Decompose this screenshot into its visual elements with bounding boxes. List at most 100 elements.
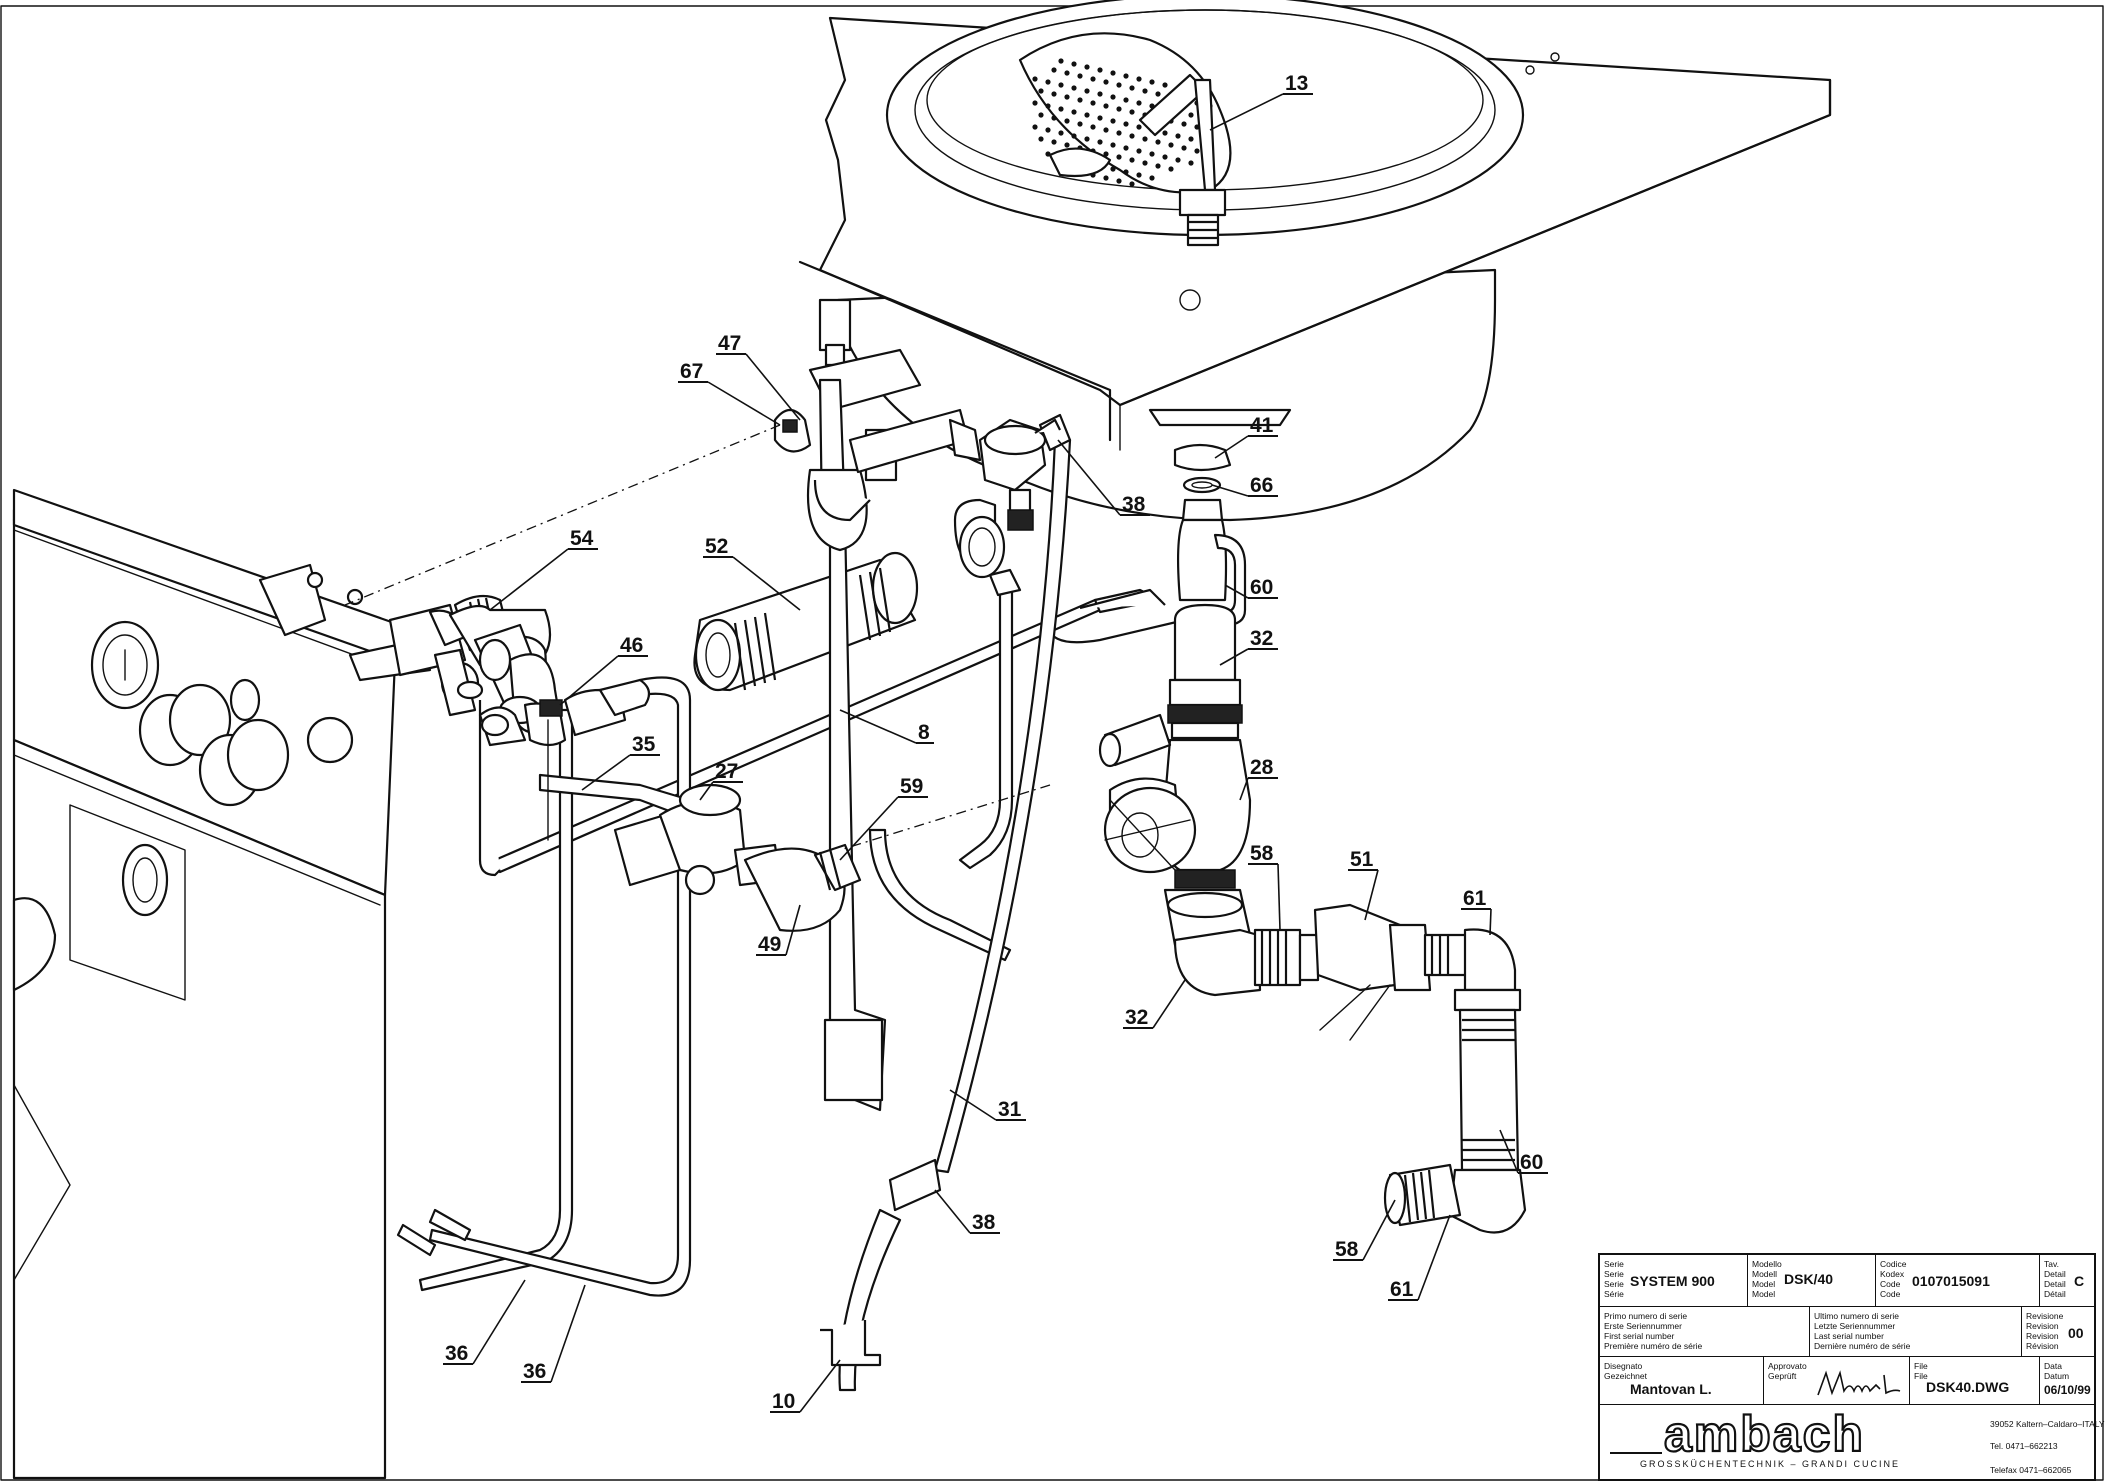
perforation-dot [1110,118,1116,124]
perforation-dot [1064,70,1070,76]
perforation-dot [1110,94,1116,100]
tb-serie: Serie Serie Serie Série SYSTEM 900 [1600,1255,1748,1307]
perforation-dot [1162,130,1168,136]
codice-value: 0107015091 [1912,1273,1990,1289]
callout-label: 66 [1250,474,1273,497]
callout-label: 47 [718,332,741,355]
perforation-dot [1077,121,1083,127]
perforation-dot [1123,121,1129,127]
top-plate-rim [798,260,1112,442]
perforation-dot [1071,85,1077,91]
tb-label: Modell [1752,1269,1778,1279]
callout-28: 28 [1239,756,1278,801]
callout-61: 61 [1461,887,1492,936]
callout-27: 27 [699,760,743,801]
callout-leader [1362,1199,1396,1261]
callout-leader [1209,93,1284,131]
callout-51: 51 [1348,848,1379,921]
callout-leader [581,754,631,791]
panel-window [69,804,186,1001]
perforation-dot [1103,79,1109,85]
perforation-dot [1123,169,1129,175]
tb-label: Tav. [2044,1259,2059,1269]
pipe-36-left [418,708,574,1292]
perforation-dot [1045,103,1051,109]
outlet-assembly [1098,408,1527,1234]
callout-label: 49 [758,933,781,956]
elbow-32-lower [1173,928,1262,997]
callout-label: 58 [1335,1238,1359,1261]
callout-32: 32 [1219,627,1278,666]
callout-label: 54 [570,527,594,550]
tb-label: Last serial number [1814,1331,1884,1341]
callout-label: 52 [705,535,728,558]
perforation-dot [1129,157,1135,163]
callout-46: 46 [559,634,648,706]
perforation-dot [1136,148,1142,154]
side-fitting [12,897,57,992]
tb-data: Data Datum 06/10/99 [2040,1357,2096,1405]
callout-label: 61 [1390,1278,1414,1301]
tb-label: Revision [2026,1321,2059,1331]
callout-leader [1239,777,1249,801]
perforation-dot [1136,172,1142,178]
fitting-cluster-54 [258,563,651,747]
tb-label: Code [1880,1289,1901,1299]
brand-subtitle: GROSSKÜCHENTECHNIK – GRANDI CUCINE [1640,1459,1901,1469]
callout-leader [1364,869,1379,921]
tb-label: Detail [2044,1279,2066,1289]
tb-label: Série [1604,1289,1624,1299]
company-tel: Tel. 0471–662213 [1990,1441,2058,1451]
valve-assembly-47 [773,298,1072,597]
perforation-dot [1123,73,1129,79]
perforation-dot [1142,160,1148,166]
tb-label: Revisione [2026,1311,2064,1321]
callout-36: 36 [521,1284,586,1383]
approval-signature [1817,1370,1901,1396]
perforation-dot [1123,97,1129,103]
callout-10: 10 [770,1359,841,1413]
perforation-dot [1149,175,1155,181]
callout-leader [1152,979,1186,1029]
perforation-dot [1032,100,1038,106]
tb-label: Codice [1880,1259,1907,1269]
callout-label: 38 [1122,493,1146,516]
perforation-dot [1188,136,1194,142]
perforation-dot [1038,112,1044,118]
data-value: 06/10/99 [2044,1383,2091,1397]
valve-assembly-27 [613,783,862,932]
perforation-dot [1090,100,1096,106]
perforation-dot [1116,82,1122,88]
perforation-dot [1142,88,1148,94]
perforation-dot [1136,76,1142,82]
perforation-dot [1155,163,1161,169]
callout-38: 38 [1057,439,1150,516]
callout-leader [472,1279,526,1365]
callout-label: 60 [1250,576,1273,599]
alignment-line-upper [344,424,781,606]
perforation-dot [1032,76,1038,82]
tb-label: Première numéro de série [1604,1341,1703,1351]
callout-35: 35 [581,733,660,791]
perforation-dot [1077,97,1083,103]
perforation-dot [1149,79,1155,85]
callout-36: 36 [443,1279,526,1365]
perforation-dot [1064,118,1070,124]
pipe-52-threads [733,567,892,691]
callout-leader [799,1359,841,1413]
callout-label: 32 [1125,1006,1148,1029]
callout-leader [732,556,801,611]
perforation-dot [1045,127,1051,133]
callout-leader [785,904,801,956]
perforation-dot [1155,139,1161,145]
tb-label: Erste Seriennummer [1604,1321,1682,1331]
tb-label: Ultimo numero di serie [1814,1311,1900,1321]
callout-60: 60 [1224,576,1278,599]
callout-leader [839,709,917,744]
elbow-61-upper [1463,928,1517,992]
tb-label: Approvato [1768,1361,1807,1371]
callout-label: 13 [1285,72,1308,95]
callout-leader [1214,435,1249,459]
